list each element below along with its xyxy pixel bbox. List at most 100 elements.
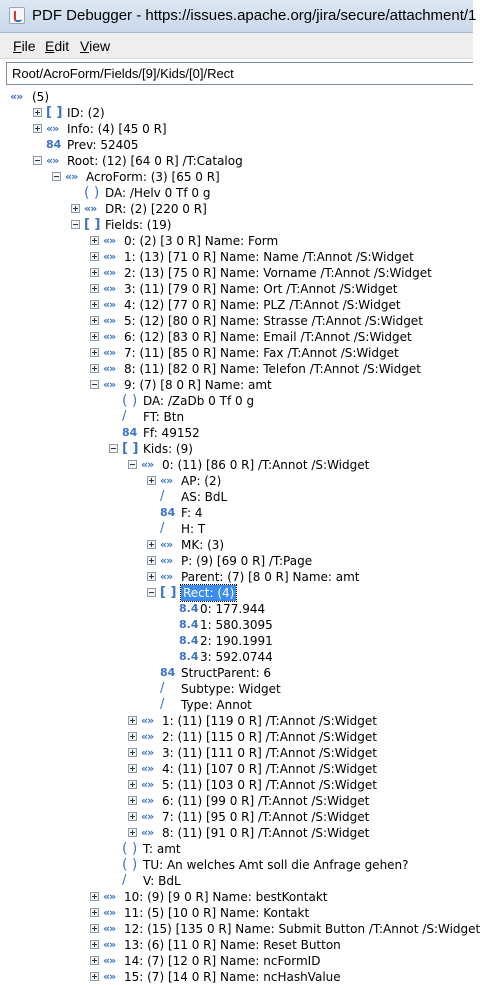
expand-toggle[interactable]	[33, 108, 42, 117]
tree-node[interactable]: «»6: (11) [99 0 R] /T:Annot /S:Widget	[0, 793, 473, 809]
tree-node[interactable]: «»DR: (2) [220 0 R]	[0, 201, 473, 217]
tree-node[interactable]: «»4: (11) [107 0 R] /T:Annot /S:Widget	[0, 761, 473, 777]
tree-node[interactable]: «»8: (11) [82 0 R] Name: Telefon /T:Anno…	[0, 361, 473, 377]
tree-node[interactable]: «»11: (5) [10 0 R] Name: Kontakt	[0, 905, 473, 921]
tree-node[interactable]: «»3: (11) [79 0 R] Name: Ort /T:Annot /S…	[0, 281, 473, 297]
expand-toggle[interactable]	[33, 124, 42, 133]
tree-node[interactable]: «»5: (12) [80 0 R] Name: Strasse /T:Anno…	[0, 313, 473, 329]
tree-node-label: 6: (11) [99 0 R] /T:Annot /S:Widget	[162, 794, 370, 808]
tree-node[interactable]: «»AP: (2)	[0, 473, 473, 489]
expand-toggle[interactable]	[90, 332, 99, 341]
collapse-toggle[interactable]	[128, 460, 137, 469]
tree-node[interactable]: [ ]Fields: (19)	[0, 217, 473, 233]
expand-toggle[interactable]	[147, 540, 156, 549]
tree-node[interactable]: «»MK: (3)	[0, 537, 473, 553]
collapse-toggle[interactable]	[71, 220, 80, 229]
tree-node[interactable]: «»1: (13) [71 0 R] Name: Name /T:Annot /…	[0, 249, 473, 265]
collapse-toggle[interactable]	[52, 172, 61, 181]
tree-node[interactable]: ( )DA: /ZaDb 0 Tf 0 g	[0, 393, 473, 409]
tree-node[interactable]: «»6: (12) [83 0 R] Name: Email /T:Annot …	[0, 329, 473, 345]
tree-node[interactable]: «»9: (7) [8 0 R] Name: amt	[0, 377, 473, 393]
tree-node[interactable]: /AS: BdL	[0, 489, 473, 505]
expand-toggle[interactable]	[90, 956, 99, 965]
expand-toggle[interactable]	[90, 972, 99, 981]
tree-node[interactable]: «»15: (7) [14 0 R] Name: ncHashValue	[0, 969, 473, 985]
tree-node[interactable]: «»AcroForm: (3) [65 0 R]	[0, 169, 473, 185]
expand-toggle[interactable]	[128, 796, 137, 805]
expand-toggle[interactable]	[90, 892, 99, 901]
expand-toggle[interactable]	[147, 556, 156, 565]
expand-toggle[interactable]	[90, 236, 99, 245]
tree-node[interactable]: «»7: (11) [85 0 R] Name: Fax /T:Annot /S…	[0, 345, 473, 361]
expand-toggle[interactable]	[71, 204, 80, 213]
tree-node[interactable]: «»13: (6) [11 0 R] Name: Reset Button	[0, 937, 473, 953]
tree-node[interactable]: [ ]Rect: (4)	[0, 584, 473, 602]
menu-edit[interactable]: Edit	[45, 38, 70, 54]
tree-node[interactable]: «»3: (11) [111 0 R] /T:Annot /S:Widget	[0, 745, 473, 761]
collapse-toggle[interactable]	[33, 156, 42, 165]
expand-toggle[interactable]	[90, 924, 99, 933]
tree-node[interactable]: «»2: (13) [75 0 R] Name: Vorname /T:Anno…	[0, 265, 473, 281]
tree-node[interactable]: «»0: (11) [86 0 R] /T:Annot /S:Widget	[0, 457, 473, 473]
tree-node[interactable]: /Type: Annot	[0, 697, 473, 713]
tree-node[interactable]: /H: T	[0, 521, 473, 537]
tree-node[interactable]: «»5: (11) [103 0 R] /T:Annot /S:Widget	[0, 777, 473, 793]
tree-node[interactable]: «»Root: (12) [64 0 R] /T:Catalog	[0, 153, 473, 169]
expand-toggle[interactable]	[90, 364, 99, 373]
tree-node[interactable]: «»P: (9) [69 0 R] /T:Page	[0, 553, 473, 569]
menu-file[interactable]: File	[13, 38, 36, 54]
expand-toggle[interactable]	[147, 572, 156, 581]
expand-toggle[interactable]	[128, 764, 137, 773]
expand-toggle[interactable]	[128, 716, 137, 725]
expand-toggle[interactable]	[90, 940, 99, 949]
path-field[interactable]: Root/AcroForm/Fields/[9]/Kids/[0]/Rect	[6, 62, 473, 85]
collapse-toggle[interactable]	[90, 380, 99, 389]
tree-node[interactable]: [ ]ID: (2)	[0, 105, 473, 121]
tree-node[interactable]: «»Info: (4) [45 0 R]	[0, 121, 473, 137]
expand-toggle[interactable]	[90, 908, 99, 917]
collapse-toggle[interactable]	[147, 588, 156, 597]
tree-node[interactable]: /FT: Btn	[0, 409, 473, 425]
tree-node[interactable]: «»4: (12) [77 0 R] Name: PLZ /T:Annot /S…	[0, 297, 473, 313]
tree-node[interactable]: «»0: (2) [3 0 R] Name: Form	[0, 233, 473, 249]
expand-toggle[interactable]	[128, 828, 137, 837]
tree-node[interactable]: «»14: (7) [12 0 R] Name: ncFormID	[0, 953, 473, 969]
tree-node[interactable]: ( )TU: An welches Amt soll die Anfrage g…	[0, 857, 473, 873]
expand-toggle[interactable]	[90, 316, 99, 325]
expand-toggle[interactable]	[147, 476, 156, 485]
tree-node[interactable]: /Subtype: Widget	[0, 681, 473, 697]
menu-view[interactable]: View	[80, 38, 111, 54]
expand-toggle[interactable]	[90, 284, 99, 293]
expand-toggle[interactable]	[90, 252, 99, 261]
expand-toggle[interactable]	[128, 732, 137, 741]
expand-toggle[interactable]	[128, 780, 137, 789]
tree-node-label: FT: Btn	[143, 410, 185, 424]
tree-node[interactable]: [ ]Kids: (9)	[0, 441, 473, 457]
expand-toggle[interactable]	[90, 348, 99, 357]
tree-node[interactable]: «»12: (15) [135 0 R] Name: Submit Button…	[0, 921, 480, 937]
expand-toggle[interactable]	[90, 268, 99, 277]
tree-node[interactable]: «»Parent: (7) [8 0 R] Name: amt	[0, 569, 473, 585]
tree-node[interactable]: ( )T: amt	[0, 841, 473, 857]
expand-toggle[interactable]	[128, 748, 137, 757]
tree-node[interactable]: «»(5)	[0, 89, 473, 105]
tree-node[interactable]: «»2: (11) [115 0 R] /T:Annot /S:Widget	[0, 729, 473, 745]
tree-node[interactable]: ( )DA: /Helv 0 Tf 0 g	[0, 185, 473, 201]
tree-node[interactable]: «»1: (11) [119 0 R] /T:Annot /S:Widget	[0, 713, 473, 729]
tree-node[interactable]: «»7: (11) [95 0 R] /T:Annot /S:Widget	[0, 809, 473, 825]
tree-node[interactable]: «»10: (9) [9 0 R] Name: bestKontakt	[0, 889, 473, 905]
expand-toggle[interactable]	[128, 812, 137, 821]
collapse-toggle[interactable]	[109, 444, 118, 453]
tree-node[interactable]: «»8: (11) [91 0 R] /T:Annot /S:Widget	[0, 825, 473, 841]
tree-node[interactable]: /V: BdL	[0, 873, 473, 889]
expand-toggle[interactable]	[90, 300, 99, 309]
